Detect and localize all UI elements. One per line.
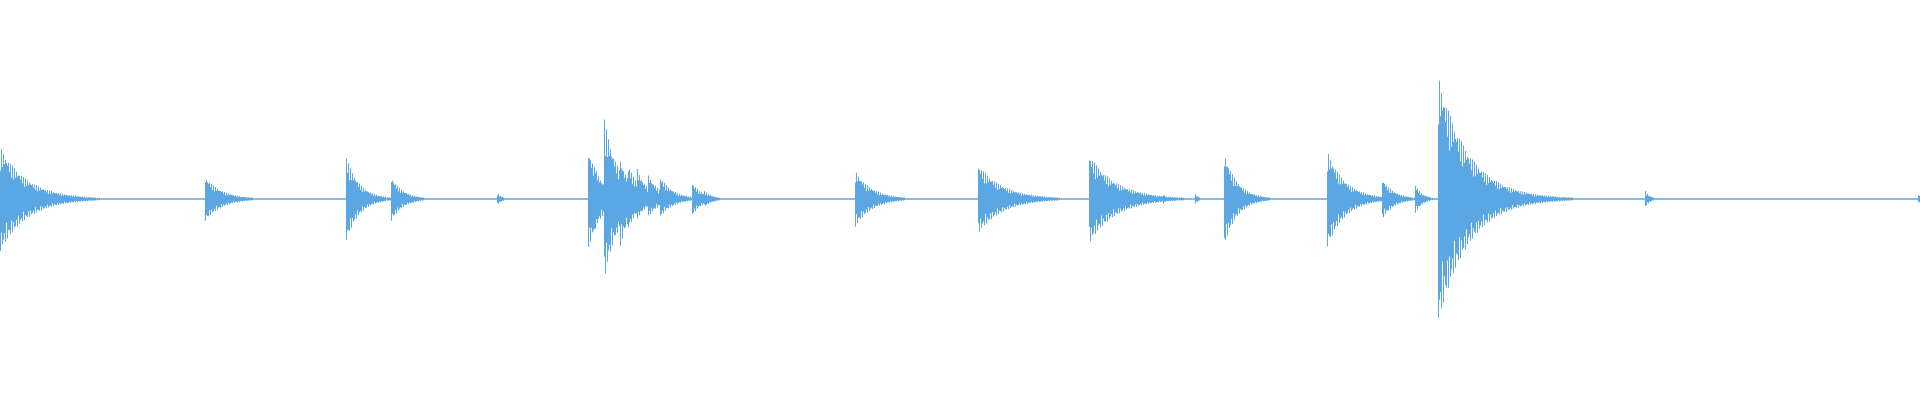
waveform-peaks xyxy=(0,80,1920,318)
